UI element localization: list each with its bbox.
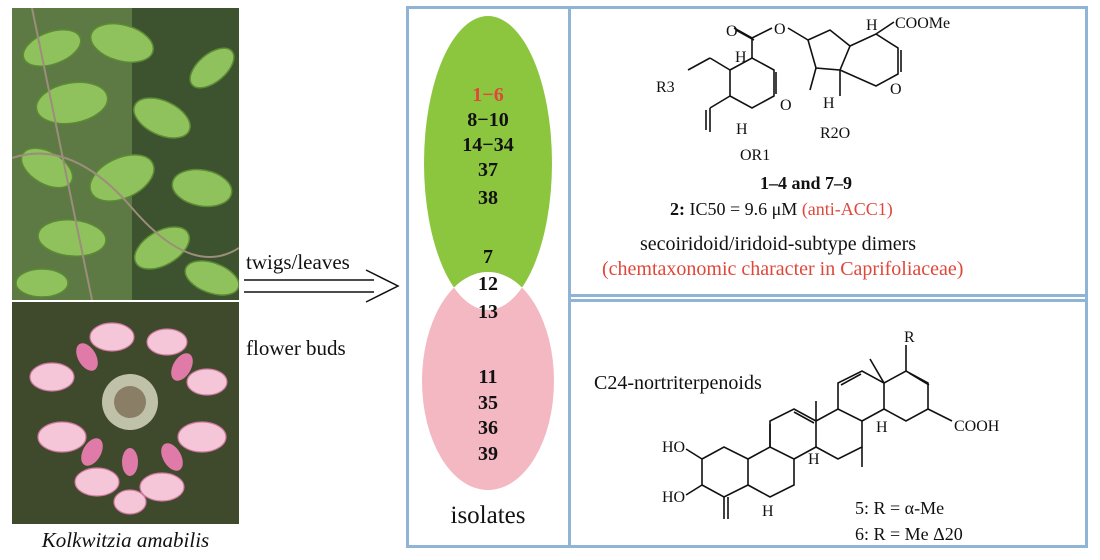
h-label: H: [762, 503, 774, 519]
ring-o-label: O: [780, 97, 792, 114]
class-label: secoiridoid/iridoid-subtype dimers: [640, 233, 917, 255]
venn-green-number: 14−34: [462, 134, 514, 156]
results-panel: [406, 6, 1088, 548]
compound-6-label: 6: R = Me Δ20: [855, 524, 963, 544]
ic50-value: IC50 = 9.6 μM: [689, 199, 798, 219]
venn-green-number: 8−10: [467, 109, 509, 131]
ester-o-label: O: [726, 23, 738, 40]
venn-green-number: 38: [478, 187, 498, 209]
venn-pink-number: 39: [478, 443, 498, 465]
label-twigs-leaves: twigs/leaves: [246, 250, 350, 274]
cooh-label: COOH: [954, 418, 1000, 435]
label-flower-buds: flower buds: [246, 336, 346, 360]
r-label: R: [904, 329, 915, 346]
ic50-line: 2: IC50 = 9.6 μM (anti-ACC1): [670, 199, 893, 220]
ho-label: HO: [662, 489, 685, 506]
compound-5-label: 5: R = α-Me: [855, 498, 945, 518]
venn-overlap-number: 13: [478, 301, 498, 323]
ic50-prefix: 2:: [670, 199, 685, 219]
h-label: H: [866, 17, 878, 34]
ring-o-label: O: [890, 81, 902, 98]
venn-twigs-leaves: [424, 16, 552, 310]
r2o-label: R2O: [820, 125, 850, 142]
r3-label: R3: [656, 79, 675, 96]
venn-pink-number: 35: [478, 392, 498, 414]
nortriterpenoid-structure: R COOH HO HO H H H: [662, 329, 1000, 519]
flowers-photo: [12, 302, 239, 524]
venn-overlap-number: 12: [478, 273, 498, 295]
venn-green-number: 37: [478, 159, 498, 181]
or1-label: OR1: [740, 147, 770, 164]
h-label: H: [808, 451, 820, 468]
chemotaxonomic-note: (chemtaxonomic character in Caprifoliace…: [602, 258, 964, 280]
double-arrow-icon: [244, 269, 400, 303]
venn-overlap-number: 7: [483, 246, 493, 268]
isolates-venn-diagram: [422, 16, 554, 490]
venn-pink-number: 36: [478, 417, 498, 439]
h-label: H: [876, 419, 888, 436]
secoiridoid-dimer-structure: O O COOMe H H H H R3 O O OR1 R2O: [656, 15, 950, 164]
species-name: Kolkwitzia amabilis: [41, 528, 210, 552]
panel-divider-horizontal: [570, 294, 1088, 302]
leaves-photo: [12, 8, 239, 300]
venn-green-number: 1−6: [472, 84, 504, 106]
coome-label: COOMe: [895, 15, 950, 32]
isolates-label: isolates: [450, 502, 526, 529]
nortriterpenoid-class-label: C24-nortriterpenoids: [594, 372, 762, 394]
venn-pink-number: 11: [478, 366, 498, 388]
h-label: H: [823, 95, 835, 112]
ic50-target: (anti-ACC1): [801, 199, 893, 219]
compounds-label: 1–4 and 7–9: [760, 173, 853, 193]
h-label: H: [736, 121, 748, 138]
h-label: H: [735, 49, 747, 66]
ho-label: HO: [662, 439, 685, 456]
panel-divider-vertical: [568, 6, 571, 548]
ester-o2-label: O: [774, 21, 786, 38]
venn-flower-buds: [422, 272, 554, 490]
